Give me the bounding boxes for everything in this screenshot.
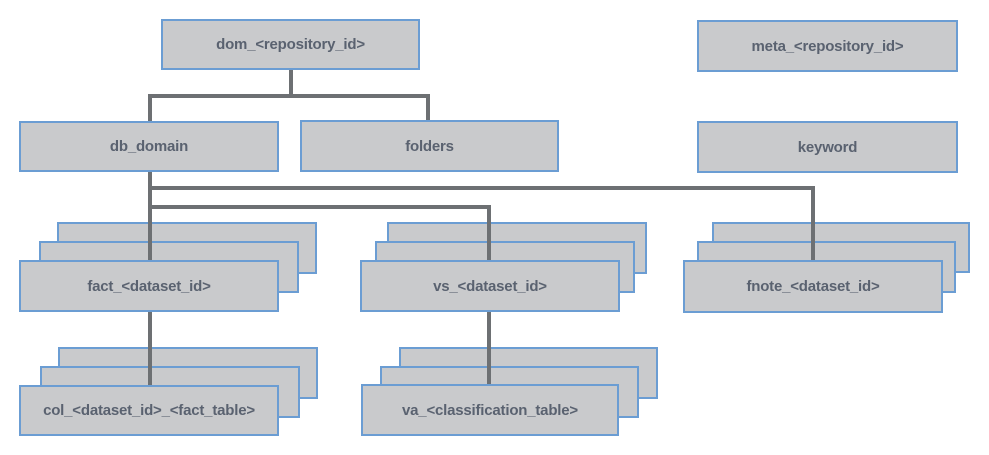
- fact-label: fact_<dataset_id>: [87, 277, 211, 295]
- dom-repository-box: dom_<repository_id>: [161, 19, 420, 70]
- col-label: col_<dataset_id>_<fact_table>: [43, 402, 255, 419]
- fnote-label: fnote_<dataset_id>: [746, 278, 880, 295]
- db-domain-box: db_domain: [19, 121, 279, 172]
- meta-repository-box: meta_<repository_id>: [697, 20, 958, 72]
- connector-db-domain-to-fact: [148, 172, 152, 262]
- fact-box: fact_<dataset_id>: [19, 260, 279, 312]
- connector-vs-to-va: [487, 310, 491, 386]
- connector-branch-to-folders: [426, 96, 430, 121]
- fnote-box: fnote_<dataset_id>: [683, 260, 943, 313]
- connector-dom-stem: [289, 70, 293, 96]
- folders-label: folders: [405, 137, 454, 155]
- dom-repository-label: dom_<repository_id>: [216, 36, 365, 53]
- folders-box: folders: [300, 120, 559, 172]
- va-box: va_<classification_table>: [361, 384, 619, 436]
- connector-db-domain-fnote-horizontal: [148, 186, 815, 190]
- db-domain-label: db_domain: [109, 138, 189, 155]
- vs-label: vs_<dataset_id>: [433, 277, 547, 295]
- meta-repository-label: meta_<repository_id>: [751, 37, 904, 55]
- keyword-label: keyword: [797, 138, 858, 156]
- connector-fact-to-col: [148, 310, 152, 387]
- connector-branch-to-db-domain: [148, 96, 152, 121]
- connector-to-vs-vertical: [487, 207, 491, 262]
- connector-db-domain-vs-horizontal: [148, 205, 491, 209]
- col-box: col_<dataset_id>_<fact_table>: [19, 385, 279, 436]
- va-label: va_<classification_table>: [402, 401, 578, 419]
- keyword-box: keyword: [697, 121, 958, 173]
- connector-to-fnote-vertical: [811, 188, 815, 262]
- connector-dom-branch-horizontal: [148, 94, 430, 98]
- vs-box: vs_<dataset_id>: [360, 260, 620, 312]
